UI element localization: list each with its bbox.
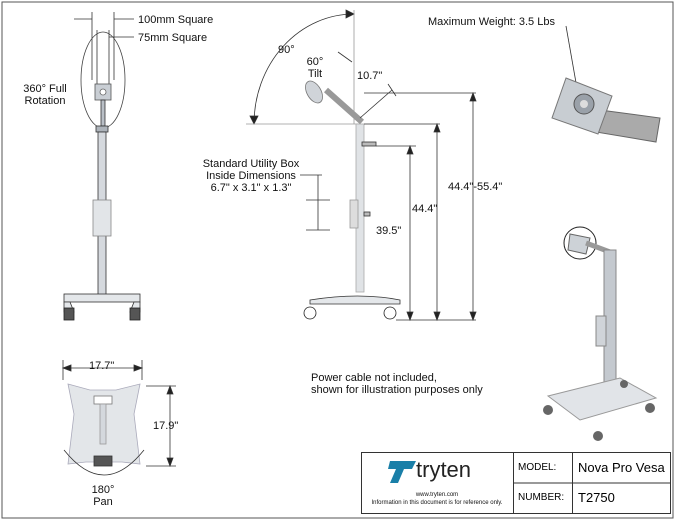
model-separator xyxy=(572,453,573,483)
label-rotation-line2: Rotation xyxy=(24,95,66,107)
label-arm-length: 10.7" xyxy=(357,70,383,82)
side-view xyxy=(246,9,477,322)
model-value: Nova Pro Vesa xyxy=(578,460,665,475)
label-height-range: 44.4"-55.4" xyxy=(448,181,503,193)
number-row: NUMBER: T2750 xyxy=(514,483,670,513)
label-power-note-line2: shown for illustration purposes only xyxy=(311,384,483,396)
label-width-top: 17.7" xyxy=(89,360,115,372)
model-key: MODEL: xyxy=(518,462,557,473)
title-block-logo-cell: tryten www.tryten.com Information in thi… xyxy=(362,453,514,513)
label-utility-box-line3: 6.7" x 3.1" x 1.3" xyxy=(210,182,292,194)
label-pan: 180° Pan xyxy=(88,484,118,508)
top-view xyxy=(61,360,176,476)
label-rotation-line1: 360° Full xyxy=(23,83,67,95)
label-utility-box: Standard Utility Box Inside Dimensions 6… xyxy=(196,158,306,194)
label-power-note-line1: Power cable not included, xyxy=(311,372,437,384)
label-pan-line1: 180° xyxy=(91,484,115,496)
vesa-detail-view xyxy=(551,25,661,143)
label-utility-box-line1: Standard Utility Box xyxy=(202,158,300,170)
number-separator xyxy=(572,483,573,513)
label-75mm-square: 75mm Square xyxy=(138,32,208,44)
model-row: MODEL: Nova Pro Vesa xyxy=(514,453,670,483)
label-max-weight: Maximum Weight: 3.5 Lbs xyxy=(428,16,555,28)
label-height-mid: 44.4" xyxy=(412,203,438,215)
brand-website[interactable]: www.tryten.com xyxy=(415,492,459,498)
label-100mm-square: 100mm Square xyxy=(138,14,214,26)
tryten-logo-icon xyxy=(388,461,416,483)
label-tilt: 60° Tilt xyxy=(300,56,330,80)
number-key: NUMBER: xyxy=(518,492,565,503)
label-tilt-line2: Tilt xyxy=(307,68,323,80)
number-value: T2750 xyxy=(578,490,615,505)
label-depth-side: 17.9" xyxy=(153,420,179,432)
label-rotation: 360° Full Rotation xyxy=(20,83,70,107)
label-angle-90: 90° xyxy=(278,44,295,56)
brand-wordmark: tryten xyxy=(416,457,472,482)
iso-view xyxy=(543,226,658,441)
title-block: tryten www.tryten.com Information in thi… xyxy=(361,452,671,514)
label-power-note: Power cable not included, shown for illu… xyxy=(311,372,483,396)
label-pan-line2: Pan xyxy=(93,496,113,508)
label-height-low: 39.5" xyxy=(376,225,402,237)
label-tilt-line1: 60° xyxy=(306,56,324,68)
label-utility-box-line2: Inside Dimensions xyxy=(206,170,296,182)
front-view xyxy=(63,12,141,321)
brand-disclaimer: Information in this document is for refe… xyxy=(371,500,503,506)
